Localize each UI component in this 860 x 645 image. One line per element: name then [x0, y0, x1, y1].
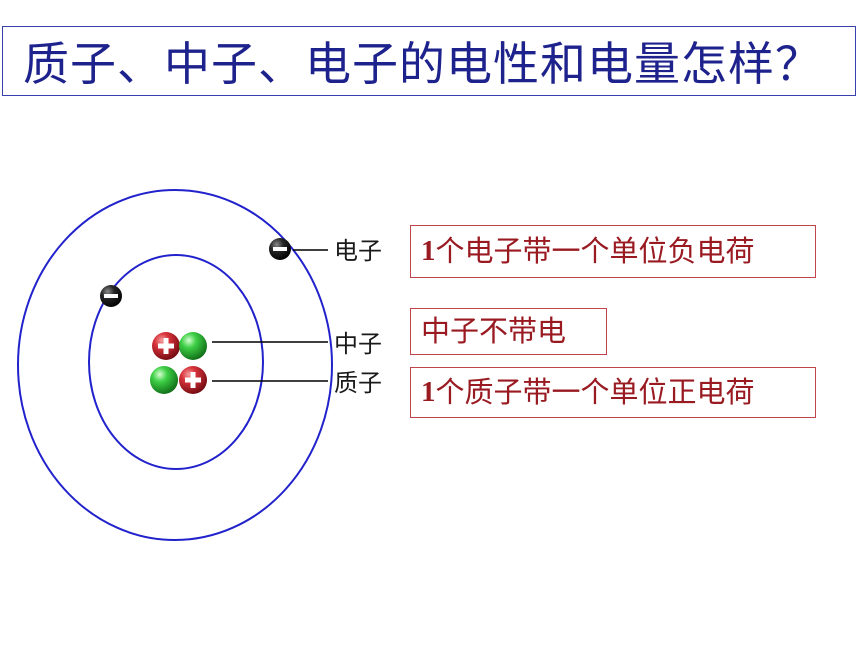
proton-charge-text: 个质子带一个单位正电荷	[435, 375, 755, 409]
proton-charge-count: 1	[421, 376, 436, 408]
title-box: 质子、中子、电子的电性和电量怎样？	[2, 26, 856, 96]
neutron-label: 中子	[334, 330, 382, 358]
electron-charge-count: 1	[421, 235, 436, 267]
proton-particle	[179, 366, 207, 394]
electron-particle	[269, 238, 291, 260]
electron-charge-text: 个电子带一个单位负电荷	[435, 234, 755, 268]
neutron-particle	[150, 366, 178, 394]
proton-label: 质子	[334, 369, 382, 397]
neutron-charge-callout: 中子不带电	[410, 308, 607, 355]
proton-particle	[152, 332, 180, 360]
electron-label: 电子	[334, 237, 382, 265]
page-title: 质子、中子、电子的电性和电量怎样？	[23, 37, 822, 91]
electron-particle	[100, 285, 122, 307]
outer-orbit	[17, 189, 333, 541]
inner-orbit	[88, 254, 264, 470]
neutron-charge-text: 中子不带电	[421, 314, 567, 348]
neutron-particle	[179, 332, 207, 360]
